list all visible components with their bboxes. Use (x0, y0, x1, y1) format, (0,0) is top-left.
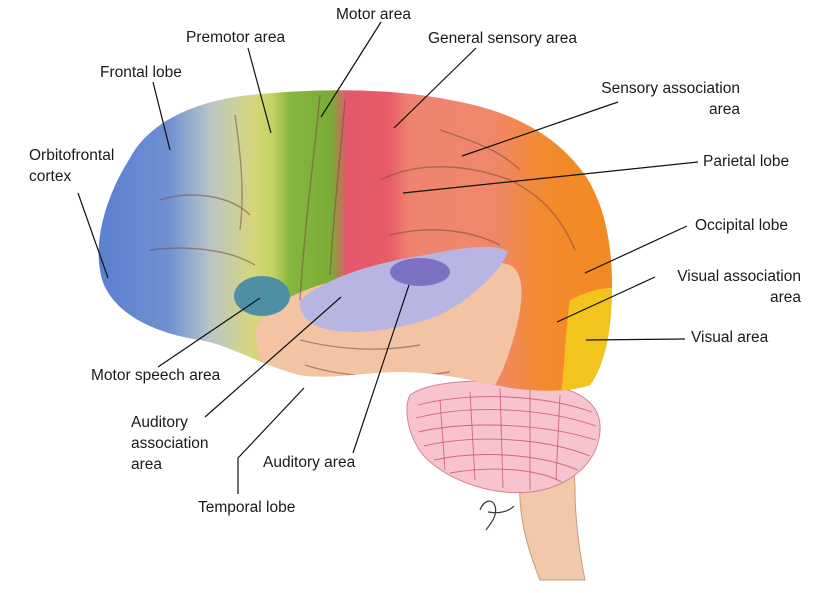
leader-visual-association (556, 276, 656, 323)
leader-temporal (237, 387, 305, 494)
label-auditory-association-area: Auditory association area (131, 414, 209, 473)
leader-motor-speech (157, 297, 261, 368)
label-motor-speech-area: Motor speech area (91, 367, 221, 384)
auditory-area-region (390, 258, 450, 286)
label-temporal-lobe: Temporal lobe (198, 499, 296, 516)
leader-premotor (247, 47, 272, 134)
label-premotor-area: Premotor area (186, 29, 286, 46)
label-occipital-lobe: Occipital lobe (695, 217, 789, 234)
leader-motor (320, 21, 382, 118)
label-parietal-lobe: Parietal lobe (703, 153, 790, 170)
leader-auditory (352, 284, 410, 454)
label-sensory-association-area: Sensory association area (601, 80, 740, 118)
label-auditory-area: Auditory area (263, 454, 356, 471)
auditory-association-region (299, 246, 508, 332)
leader-sensory-association (461, 101, 619, 157)
leader-general-sensory (393, 47, 477, 129)
leader-parietal (402, 161, 699, 194)
leader-frontal (152, 81, 171, 151)
label-general-sensory-area: General sensory area (428, 30, 578, 47)
label-visual-association-area: Visual association area (677, 268, 801, 306)
cerebellum (406, 380, 601, 494)
leader-lines (77, 21, 699, 494)
leader-occipital (584, 225, 688, 274)
label-orbitofrontal-cortex: Orbitofrontal cortex (29, 147, 115, 185)
leader-auditory-association (204, 296, 342, 418)
label-motor-area: Motor area (336, 6, 411, 23)
leader-visual-area (585, 338, 686, 341)
label-visual-area: Visual area (691, 329, 769, 346)
leader-orbitofrontal (77, 192, 109, 279)
label-frontal-lobe: Frontal lobe (100, 64, 182, 81)
artist-signature (479, 500, 515, 531)
